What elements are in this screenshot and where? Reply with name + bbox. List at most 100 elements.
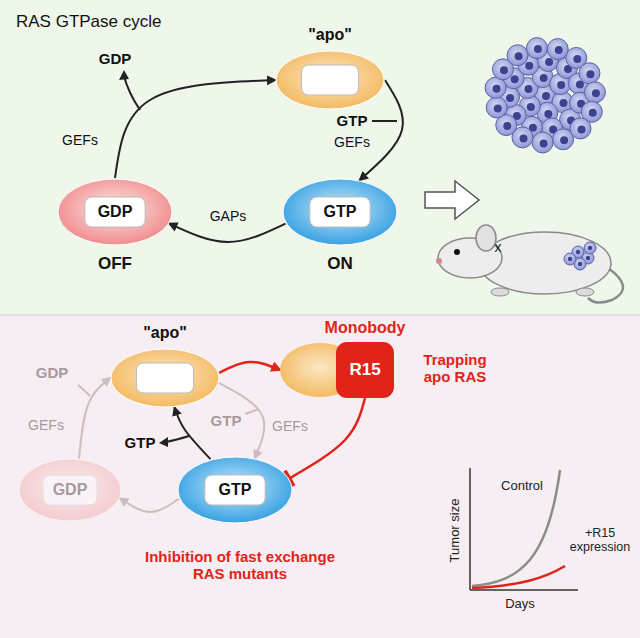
- node-label: GTP: [207, 481, 263, 499]
- arrow-head: [159, 437, 168, 447]
- ras-ellipse: [111, 349, 219, 407]
- enzyme-label: GAPs: [206, 208, 250, 224]
- cycle-arrow: [290, 398, 365, 478]
- apo-ras: "apo": [110, 348, 220, 408]
- series-label: +R15 expression: [565, 526, 635, 555]
- node-caption: ON: [300, 254, 380, 274]
- node-shape: [19, 459, 121, 521]
- node-label: "apo": [115, 324, 215, 342]
- nucleotide-pocket: [205, 475, 265, 505]
- node-label: GDP: [87, 203, 143, 221]
- node-label: GDP: [44, 481, 96, 499]
- bottom-panel: [0, 315, 640, 638]
- tumor-cells: [578, 125, 586, 133]
- node-caption: R15: [338, 360, 392, 380]
- tumor-cells: [557, 81, 565, 89]
- tumor-cells: [503, 122, 511, 130]
- tumor-cells: [540, 74, 548, 82]
- node-label: GTP: [312, 203, 368, 221]
- axis-label: Days: [490, 597, 550, 612]
- ras-ellipse: [283, 179, 397, 245]
- tumor-cells: [560, 99, 568, 107]
- nucleotide-pocket: [301, 65, 358, 95]
- tumor-cells: [506, 94, 514, 102]
- tumor-cells: [525, 62, 533, 70]
- ras-ellipse: [276, 51, 384, 109]
- control-curve: [472, 470, 560, 586]
- tumor-cells: [560, 136, 568, 144]
- mouse-nose: [436, 258, 442, 264]
- gtp-release-line: [166, 436, 189, 442]
- ras-ellipse: [19, 459, 121, 521]
- connectors: [79, 80, 403, 512]
- nucleotide-pocket: [85, 197, 145, 227]
- tumor-cells: [540, 139, 548, 147]
- series-label: Control: [494, 479, 550, 494]
- tumor-cells: [544, 110, 552, 118]
- tumor-cells: [486, 97, 507, 118]
- tumor-cells: [532, 132, 553, 153]
- mouse-tumor: [576, 250, 580, 254]
- tumor-cells: [545, 58, 553, 66]
- mouse-tumor: [588, 246, 592, 250]
- enzyme-label: GEFs: [330, 134, 374, 150]
- released-nucleotide: GTP: [122, 434, 158, 451]
- tumor-cells: [527, 103, 535, 111]
- monobody-box: [336, 342, 394, 398]
- monobody-complex: MonobodyR15: [280, 342, 396, 398]
- tumor-cells: [524, 85, 532, 93]
- tumor-chart: [470, 468, 578, 590]
- ras-ellipse: [178, 457, 292, 523]
- mouse-tumor: [584, 242, 596, 254]
- nucleotide-pocket: [310, 197, 370, 227]
- tumor-cells: [584, 82, 605, 103]
- enzyme-label: GEFs: [58, 132, 102, 148]
- tumor-cells: [515, 52, 523, 60]
- y-axis: [469, 468, 471, 590]
- tumor-cells: [485, 38, 605, 153]
- tumor-cells: [511, 75, 519, 83]
- top-panel: [0, 0, 640, 315]
- gdp-ras-faded: GDP: [18, 458, 122, 522]
- node-shape: [111, 349, 219, 407]
- node-shape: [58, 179, 172, 245]
- node-label: Monobody: [310, 319, 420, 337]
- figure-title: RAS GTPase cycle: [16, 12, 162, 32]
- tumor-cells: [589, 109, 597, 117]
- incoming-nucleotide: GTP: [209, 412, 243, 429]
- mechanism-note: Trapping apo RAS: [415, 351, 495, 386]
- tumor-cells: [485, 77, 506, 98]
- axis-label: Tumor size: [448, 485, 463, 575]
- node-label: "apo": [280, 26, 380, 44]
- node-shape: [110, 348, 220, 408]
- nucleotide-pocket: [43, 475, 97, 505]
- tumor-cells: [555, 46, 563, 54]
- tumor-cells: [507, 45, 528, 66]
- tumor-mark: x: [490, 239, 506, 255]
- nucleotide-pocket: [136, 363, 193, 393]
- mouse-foot: [576, 288, 594, 296]
- r15-curve: [472, 566, 565, 588]
- mouse: [436, 225, 623, 303]
- tumor-cells: [519, 134, 527, 142]
- cycle-arrow: [79, 378, 110, 458]
- tumor-cells: [500, 66, 508, 74]
- apo-ras: "apo": [275, 50, 385, 110]
- cycle-arrow: [120, 498, 179, 512]
- tumor-cells: [534, 45, 542, 53]
- node-shape: [283, 179, 397, 245]
- mouse-tumor: [568, 257, 572, 261]
- node-shape: [178, 457, 292, 523]
- gtp-entry-line: [245, 409, 259, 414]
- tumor-cells: [526, 38, 547, 59]
- enzyme-label: GEFs: [268, 418, 312, 434]
- gtp-entry-line: [372, 120, 397, 122]
- tumor-cells: [547, 39, 568, 60]
- hollow-arrow: [425, 181, 479, 219]
- panel-divider: [0, 314, 640, 316]
- mouse-foot: [491, 288, 509, 296]
- cycle-arrow: [170, 224, 286, 242]
- arrow-head: [119, 70, 129, 80]
- gdp-ras: GDPOFF: [57, 178, 173, 246]
